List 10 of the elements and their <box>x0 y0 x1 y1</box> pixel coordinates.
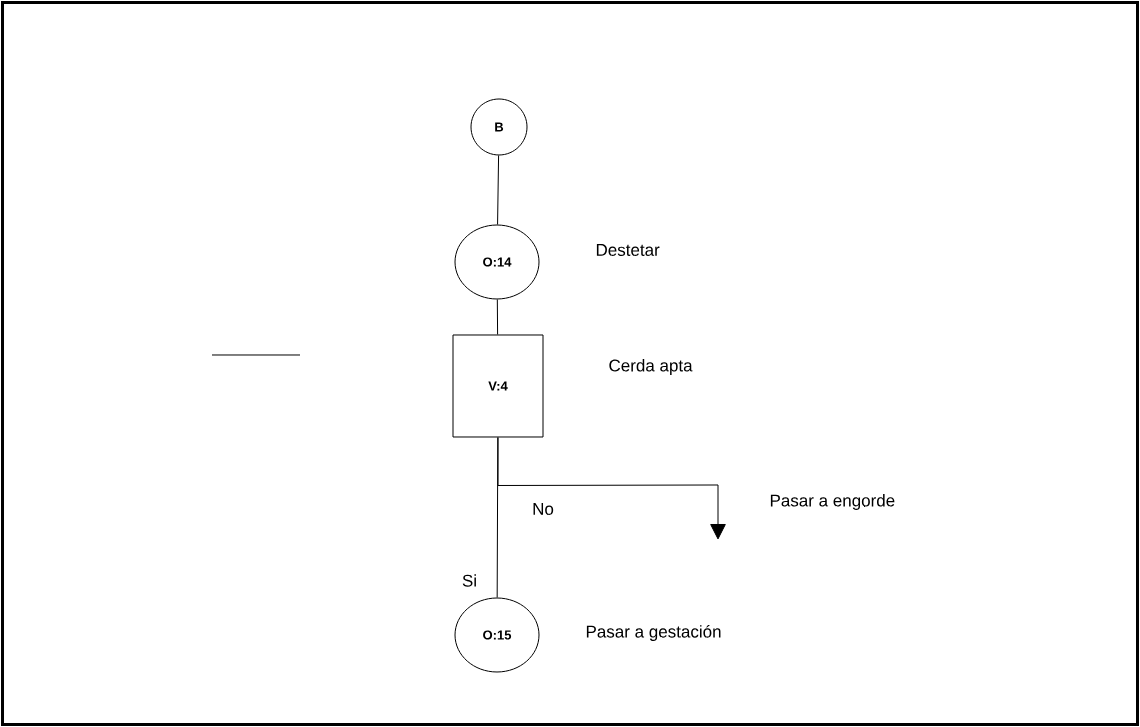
side-label: Pasar a gestación <box>586 624 721 641</box>
connector <box>497 155 500 225</box>
side-label: Cerda apta <box>609 359 693 375</box>
edge-label: Si <box>460 573 479 588</box>
connector <box>496 299 499 335</box>
edge-label: No <box>531 502 555 516</box>
side-label: Destetar <box>596 244 660 256</box>
connector <box>497 437 726 540</box>
process-box: V:4 <box>452 334 544 438</box>
side-label: Pasar a engorde <box>770 494 895 510</box>
